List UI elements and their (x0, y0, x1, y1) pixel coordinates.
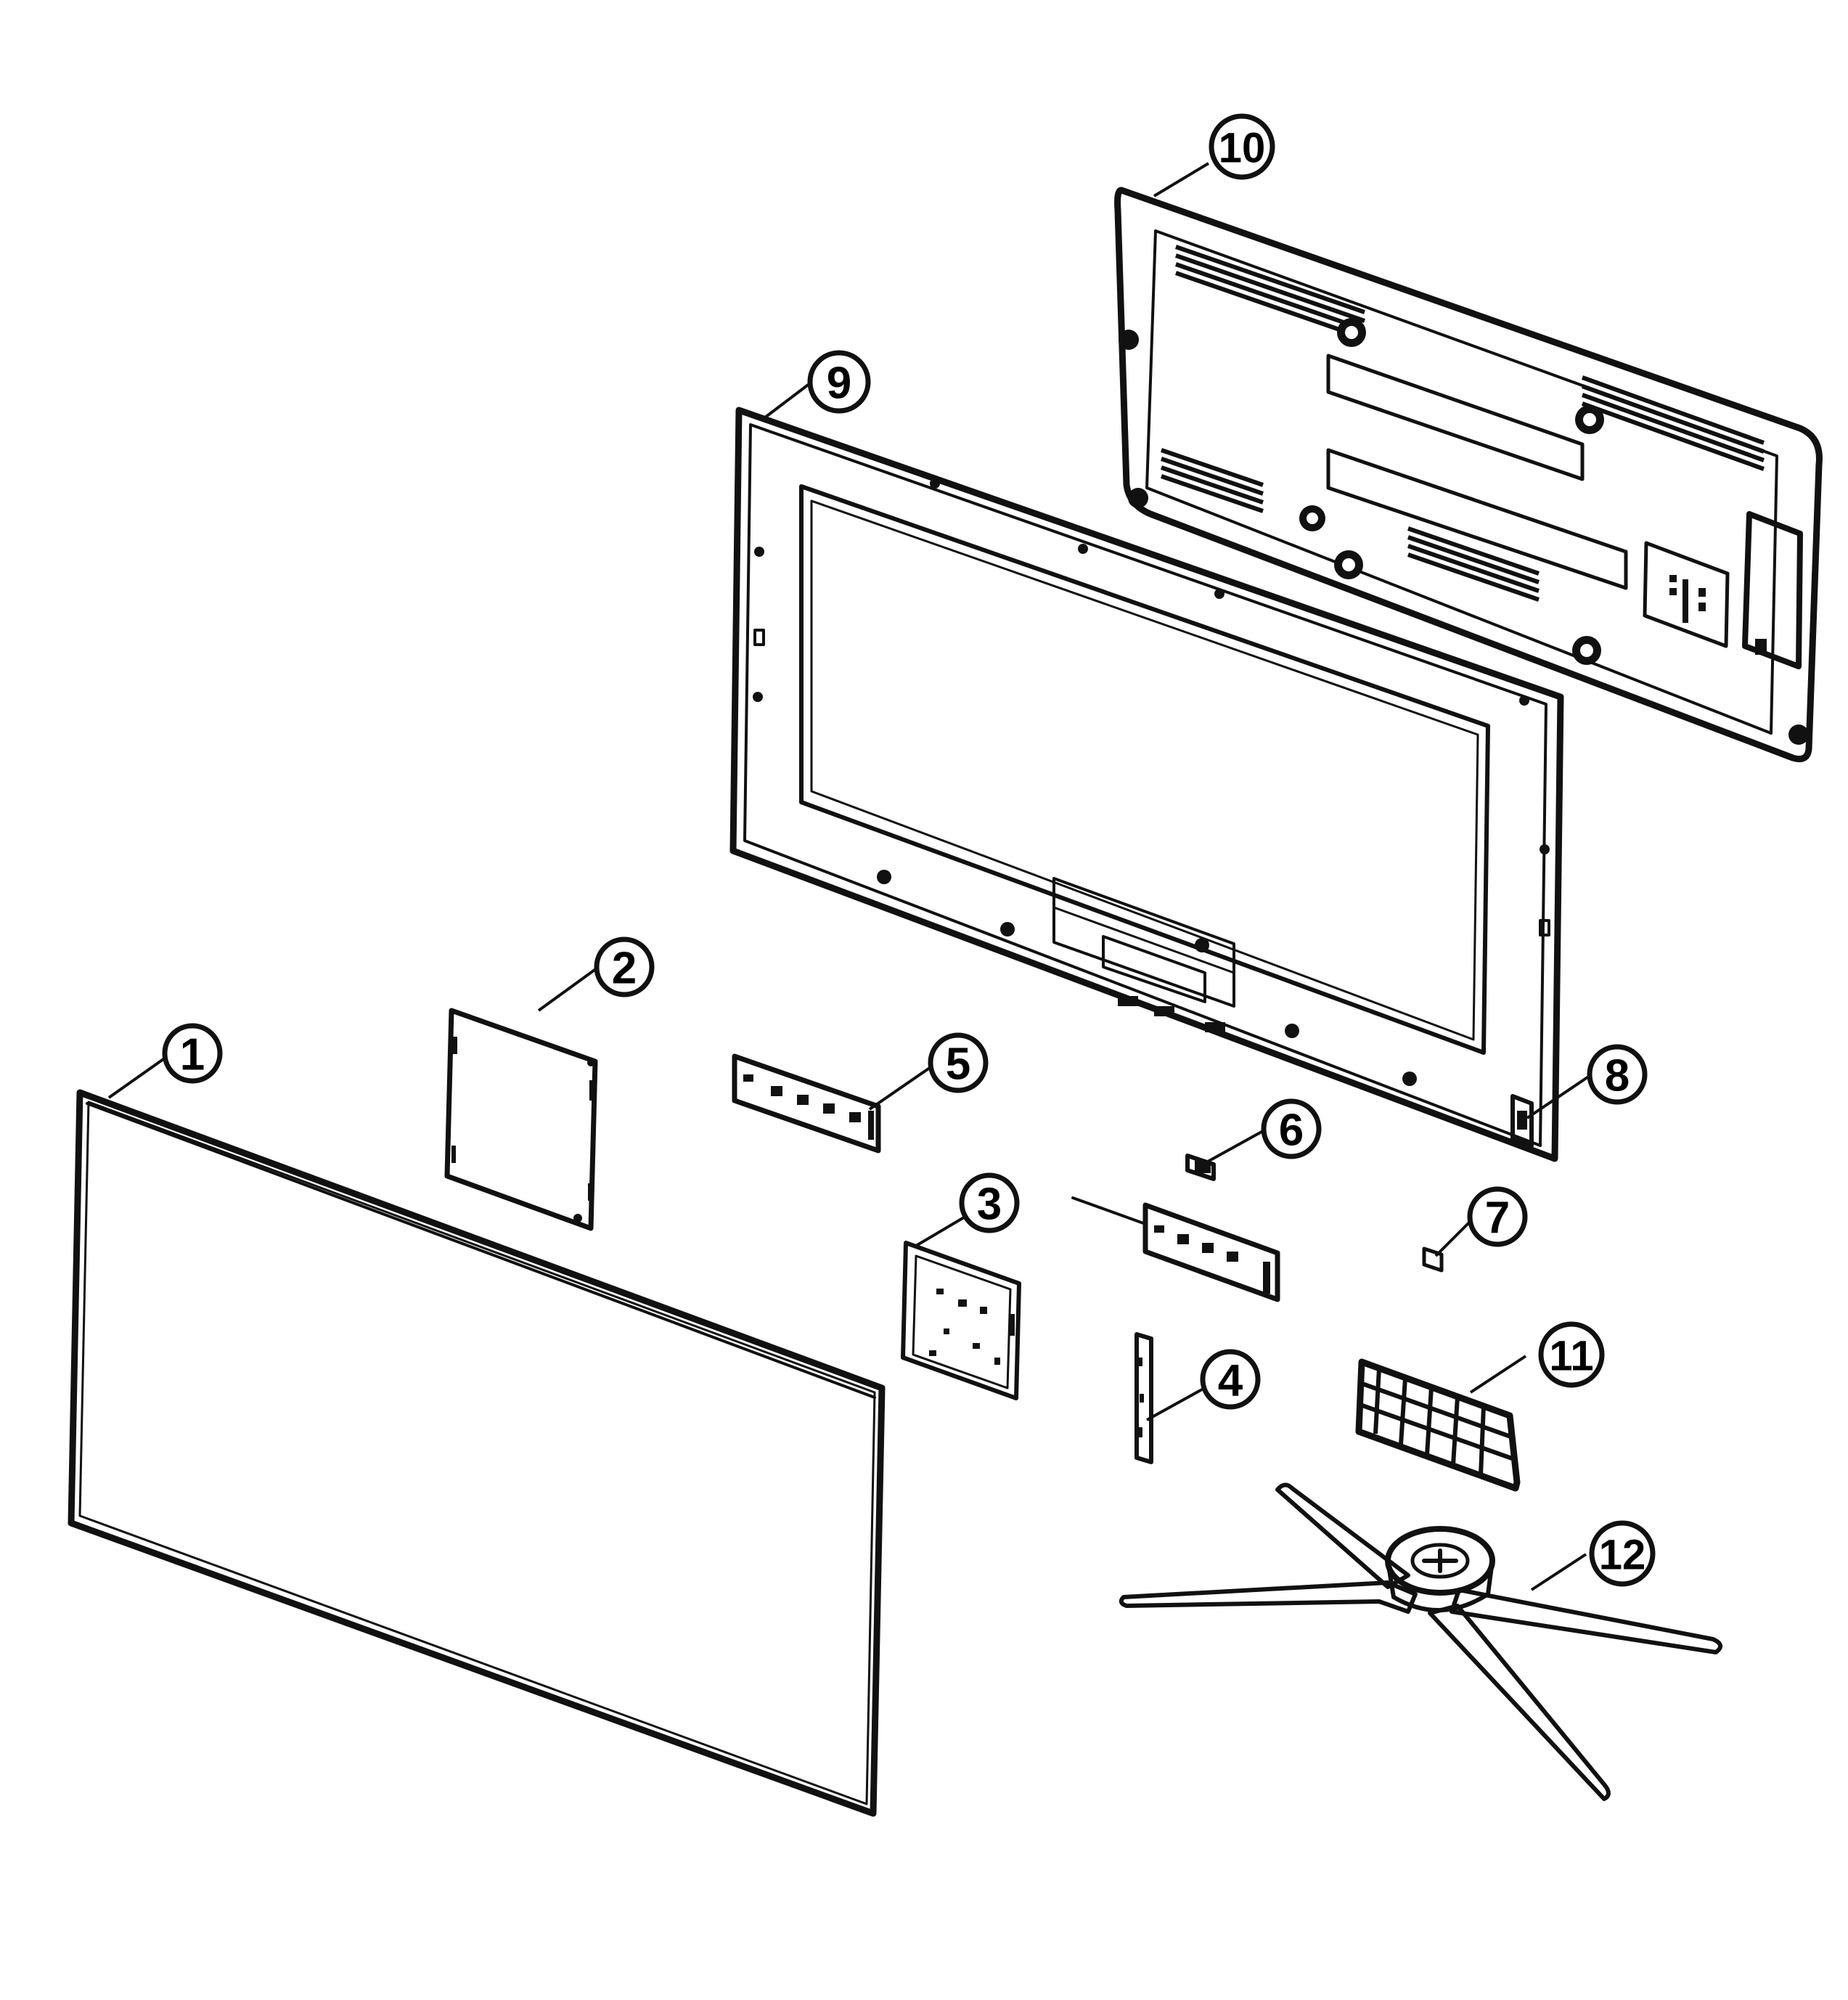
callout-2: 2 (594, 936, 655, 997)
callout-label-1: 1 (180, 1030, 205, 1080)
callout-label-11: 11 (1549, 1333, 1593, 1380)
part-board-3 (901, 1241, 1021, 1400)
callout-5: 5 (928, 1032, 989, 1093)
part-board-4 (1134, 1332, 1153, 1464)
callout-3: 3 (959, 1172, 1020, 1233)
callout-label-9: 9 (827, 359, 851, 409)
callout-label-10: 10 (1219, 125, 1266, 172)
callout-1: 1 (162, 1023, 223, 1084)
rear-cover-screws (1119, 318, 1809, 745)
part-front-frame (729, 407, 1564, 1162)
callout-label-4: 4 (1218, 1356, 1243, 1406)
part-component-7 (1422, 1246, 1444, 1273)
callout-12: 12 (1589, 1520, 1656, 1587)
callout-label-2: 2 (612, 944, 637, 994)
callout-11: 11 (1538, 1321, 1605, 1388)
callout-label-3: 3 (977, 1180, 1002, 1230)
part-component-6 (1185, 1154, 1216, 1181)
part-component-8 (1510, 1094, 1534, 1148)
callout-9: 9 (807, 350, 871, 414)
callout-8: 8 (1587, 1044, 1648, 1105)
part-board-2 (444, 1008, 598, 1231)
callout-label-8: 8 (1605, 1051, 1630, 1101)
callout-6: 6 (1261, 1098, 1322, 1159)
part-lcd-panel (68, 1089, 886, 1817)
part-rear-cover (1114, 187, 1823, 762)
part-stand-neck (1355, 1358, 1521, 1492)
callout-label-7: 7 (1485, 1193, 1510, 1244)
callout-7: 7 (1467, 1186, 1528, 1247)
callout-label-5: 5 (946, 1040, 970, 1090)
callout-label-12: 12 (1599, 1532, 1646, 1579)
part-bracket-lower (1071, 1196, 1280, 1302)
part-stand-base (1119, 1482, 1722, 1801)
part-bracket-5 (732, 1053, 881, 1154)
callout-10: 10 (1209, 113, 1275, 180)
callout-label-6: 6 (1279, 1106, 1304, 1156)
callout-4: 4 (1200, 1349, 1261, 1410)
